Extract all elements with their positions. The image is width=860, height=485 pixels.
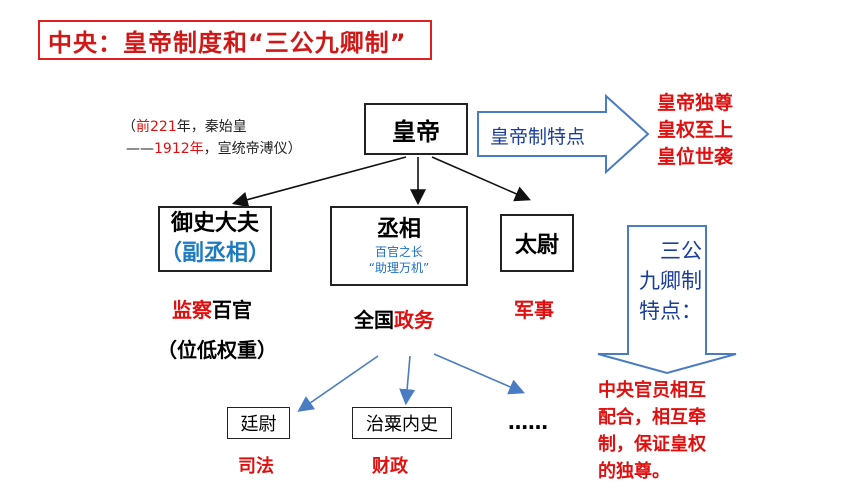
taiwei-duty: 军事	[514, 298, 554, 322]
sangong-label-line: 三公	[660, 239, 702, 263]
chengxiang-sub1: 百官之长	[374, 245, 423, 259]
chengxiang-box: 丞相 百官之长 “助理万机”	[330, 206, 468, 286]
chengxiang-sub2: “助理万机”	[368, 261, 430, 275]
chengxiang-branch-arrows	[297, 353, 525, 412]
zhisu-neishi-duty: 财政	[372, 456, 408, 477]
chengxiang-name: 丞相	[376, 217, 421, 242]
note-text-start: 年，秦始皇	[176, 119, 247, 135]
emperor-features-arrow-label: 皇帝制特点	[490, 126, 586, 148]
chengxiang-duty-black: 全国	[354, 308, 394, 332]
note-dash: ——	[126, 141, 154, 157]
yushi-duty: 监察百官	[172, 294, 252, 323]
taiwei-box: 太尉	[500, 214, 574, 272]
note-year-end: 1912年	[154, 141, 204, 157]
sangong-features-arrow-shape	[597, 225, 737, 375]
emperor-features: 皇帝独尊 皇权至上 皇位世袭	[657, 90, 767, 171]
chengxiang-duty-red: 政务	[394, 308, 434, 332]
sangong-feature-line: 制，保证皇权	[598, 434, 706, 455]
page-title: 中央：皇帝制度和“三公九卿制”	[38, 20, 432, 60]
zhisu-neishi-name: 治粟内史	[366, 414, 438, 435]
tingwei-name: 廷尉	[240, 414, 277, 435]
emperor-feature-item: 皇权至上	[657, 119, 734, 141]
tingwei-box: 廷尉	[227, 407, 290, 439]
emperor-label: 皇帝	[392, 117, 440, 146]
yushi-duty-black: 百官	[212, 298, 252, 322]
sangong-features-arrow-label: 三公 九卿制 特点：	[626, 236, 702, 326]
emperor-feature-item: 皇帝独尊	[657, 92, 734, 114]
sangong-label-line: 九卿制	[639, 269, 702, 293]
note-text-end: ，宣统帝溥仪）	[203, 141, 302, 157]
sangong-feature-line: 配合，相互牵	[598, 407, 706, 428]
tingwei-duty: 司法	[238, 456, 274, 477]
yushi-note: （位低权重）	[157, 338, 277, 362]
yushi-duty-red: 监察	[172, 298, 212, 322]
zhisu-neishi-box: 治粟内史	[352, 407, 452, 439]
emperor-branch-arrows	[231, 156, 531, 208]
yushi-sub: （副丞相）	[160, 241, 271, 266]
yushi-name: 御史大夫	[170, 211, 259, 236]
sangong-label-line: 特点：	[639, 299, 702, 323]
chengxiang-duty: 全国政务	[354, 304, 434, 333]
emperor-box: 皇帝	[364, 103, 468, 155]
sangong-feature-line: 中央官员相互	[598, 380, 706, 401]
taiwei-name: 太尉	[514, 233, 559, 258]
note-open-paren: （	[122, 119, 136, 135]
emperor-feature-item: 皇位世袭	[657, 146, 734, 168]
yushi-box: 御史大夫 （副丞相）	[158, 206, 272, 272]
sangong-feature-line: 的独尊。	[598, 461, 670, 482]
more-offices-ellipsis: ……	[508, 410, 548, 434]
emperor-features-arrow-shape	[477, 93, 650, 175]
note-year-start: 前221	[136, 119, 177, 135]
dynasty-span-note: （前221年，秦始皇 ——1912年，宣统帝溥仪）	[122, 116, 302, 160]
sangong-features: 中央官员相互 配合，相互牵 制，保证皇权 的独尊。	[598, 377, 758, 485]
